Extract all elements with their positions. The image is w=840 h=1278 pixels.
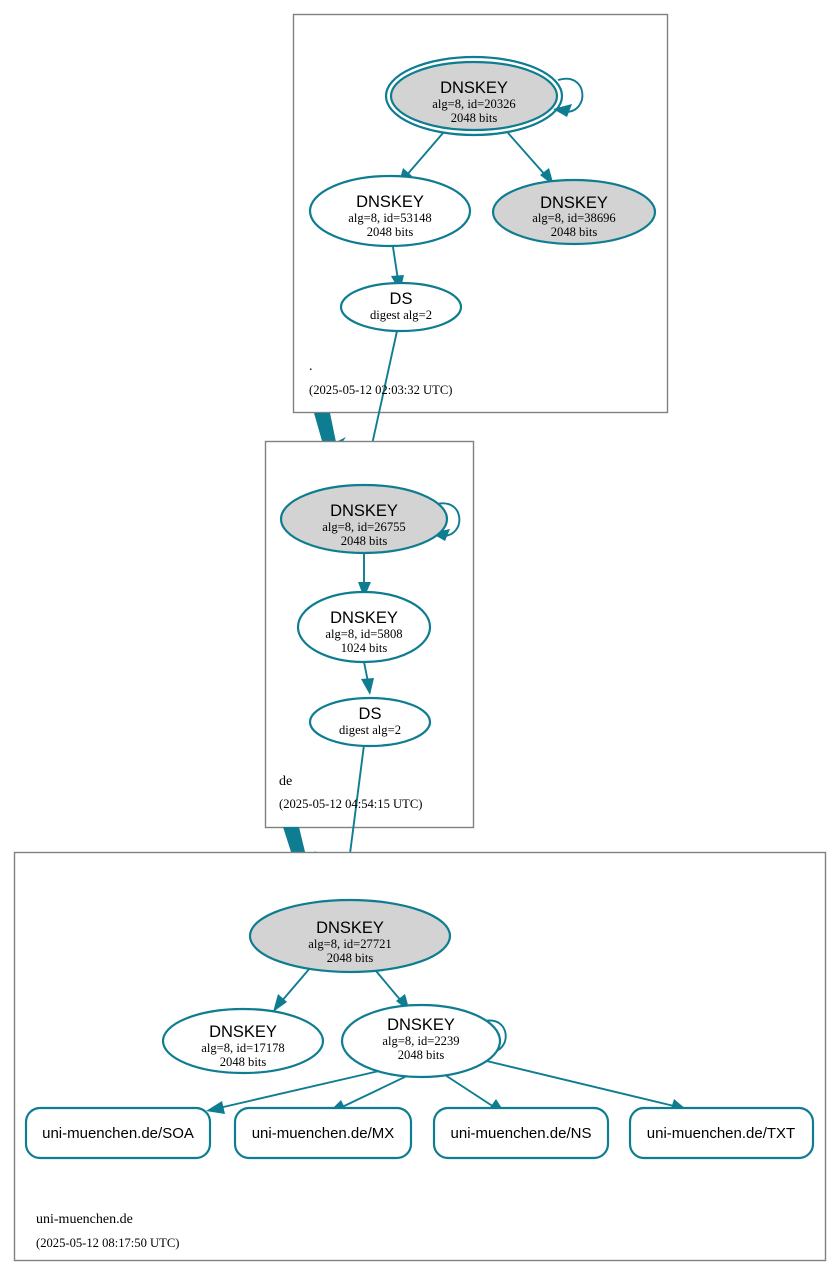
node-dnskey-26755-keyinfo: alg=8, id=26755 [322,520,405,534]
edge-de-zsk-5808-to-ds-arrowhead [361,678,374,695]
node-dnskey-20326[interactable]: DNSKEY alg=8, id=20326 2048 bits [384,55,564,137]
edge-um-zsk-2239-to-rrset-soa-arrowhead [206,1101,225,1114]
node-dnskey-53148-title: DNSKEY [356,193,424,211]
node-dnskey-2239-title: DNSKEY [387,1016,455,1034]
zone-uni-muenchen-timestamp: (2025-05-12 08:17:50 UTC) [36,1236,179,1250]
edge-root-ksk-to-zsk-38696 [507,132,547,177]
node-dnskey-17178-ellipse [161,1007,325,1075]
node-dnskey-38696-keysize: 2048 bits [551,225,598,239]
node-dnskey-27721-keyinfo: alg=8, id=27721 [308,937,391,951]
edge-um-zsk-2239-to-rrset-mx [339,1073,412,1109]
node-dnskey-38696-title: DNSKEY [540,194,608,212]
node-dnskey-20326-ellipse [389,60,559,132]
rrset-uni-muenchen-de-txt-label: uni-muenchen.de/TXT [647,1125,795,1142]
edge-um-zsk-2239-to-rrset-txt [465,1055,675,1107]
node-dnskey-53148-ellipse [308,174,472,248]
rrset-uni-muenchen-de-mx-label: uni-muenchen.de/MX [252,1125,395,1142]
node-dnskey-2239[interactable]: DNSKEY alg=8, id=2239 2048 bits [340,1003,502,1079]
node-dnskey-2239-ellipse [340,1003,502,1079]
zone-uni-muenchen[interactable]: DNSKEY alg=8, id=27721 2048 bits DNSKEY … [13,851,827,1262]
node-ds-root[interactable]: DS digest alg=2 [339,281,463,333]
node-ds-de[interactable]: DS digest alg=2 [308,696,432,748]
node-dnskey-27721-keysize: 2048 bits [327,951,374,965]
zone-de[interactable]: DNSKEY alg=8, id=26755 2048 bits DNSKEY … [264,440,475,914]
node-dnskey-27721[interactable]: DNSKEY alg=8, id=27721 2048 bits [248,898,452,974]
zone-root-label: . [309,359,313,374]
node-dnskey-26755-title: DNSKEY [330,502,398,520]
rrset-uni-muenchen-de-soa-label: uni-muenchen.de/SOA [42,1125,194,1142]
node-dnskey-17178-keysize: 2048 bits [220,1055,267,1069]
node-ds-de-digest: digest alg=2 [339,723,401,737]
zone-root[interactable]: DNSKEY alg=8, id=20326 2048 bits DNSKEY … [292,13,669,504]
rrset-uni-muenchen-de-soa-box [24,1106,212,1160]
node-ds-de-ellipse [308,696,432,748]
rrset-uni-muenchen-de-soa[interactable]: uni-muenchen.de/SOA [24,1106,212,1160]
rrset-uni-muenchen-de-txt[interactable]: uni-muenchen.de/TXT [628,1106,815,1160]
edge-um-ksk-to-zsk-17178-arrowhead [273,994,287,1012]
node-ds-root-digest: digest alg=2 [370,308,432,322]
zone-uni-muenchen-label: uni-muenchen.de [36,1212,133,1227]
node-dnskey-20326-outer-ring [384,55,564,137]
node-dnskey-53148[interactable]: DNSKEY alg=8, id=53148 2048 bits [308,174,472,248]
rrset-uni-muenchen-de-txt-box [628,1106,815,1160]
node-dnskey-38696[interactable]: DNSKEY alg=8, id=38696 2048 bits [491,178,657,246]
node-dnskey-5808-title: DNSKEY [330,609,398,627]
node-dnskey-53148-keyinfo: alg=8, id=53148 [348,211,431,225]
zone-de-timestamp: (2025-05-12 04:54:15 UTC) [279,797,422,811]
zone-de-label: de [279,774,292,789]
node-ds-root-title: DS [390,290,413,308]
node-dnskey-27721-title: DNSKEY [316,919,384,937]
edge-de-ksk-to-zsk-5808-arrowhead [358,582,371,598]
node-dnskey-20326-keyinfo: alg=8, id=20326 [432,97,515,111]
node-dnskey-26755-keysize: 2048 bits [341,534,388,548]
edge-root-zsk-53148-to-ds [392,246,399,281]
node-dnskey-17178-keyinfo: alg=8, id=17178 [201,1041,284,1055]
node-dnskey-26755-ellipse [279,483,449,555]
node-dnskey-5808-keysize: 1024 bits [341,641,388,655]
node-dnskey-5808[interactable]: DNSKEY alg=8, id=5808 1024 bits [296,590,432,664]
node-dnskey-26755[interactable]: DNSKEY alg=8, id=26755 2048 bits [279,483,449,555]
node-dnskey-20326-keysize: 2048 bits [451,111,498,125]
edge-root-ksk-self-loop-arrowhead [553,104,572,117]
node-ds-de-title: DS [359,705,382,723]
rrset-uni-muenchen-de-ns[interactable]: uni-muenchen.de/NS [432,1106,610,1160]
node-dnskey-5808-keyinfo: alg=8, id=5808 [325,627,402,641]
node-dnskey-17178-title: DNSKEY [209,1023,277,1041]
node-dnskey-17178[interactable]: DNSKEY alg=8, id=17178 2048 bits [161,1007,325,1075]
rrset-uni-muenchen-de-ns-box [432,1106,610,1160]
rrset-uni-muenchen-de-ns-label: uni-muenchen.de/NS [451,1125,592,1142]
edge-um-zsk-2239-to-rrset-soa [218,1070,380,1109]
node-dnskey-2239-keysize: 2048 bits [398,1048,445,1062]
node-dnskey-27721-ellipse [248,898,452,974]
node-dnskey-5808-ellipse [296,590,432,664]
rrset-uni-muenchen-de-mx-box [233,1106,413,1160]
node-dnskey-38696-ellipse [491,178,657,246]
edge-root-ksk-to-zsk-53148 [405,132,444,177]
edge-um-zsk-2239-to-rrset-ns [441,1072,495,1108]
node-dnskey-53148-keysize: 2048 bits [367,225,414,239]
node-dnskey-2239-keyinfo: alg=8, id=2239 [382,1034,459,1048]
node-dnskey-38696-keyinfo: alg=8, id=38696 [532,211,615,225]
rrset-uni-muenchen-de-mx[interactable]: uni-muenchen.de/MX [233,1106,413,1160]
edge-de-ksk-self-loop [436,502,461,537]
edge-root-ksk-self-loop [557,77,584,113]
node-dnskey-20326-title: DNSKEY [440,79,508,97]
node-ds-root-ellipse [339,281,463,333]
zone-root-timestamp: (2025-05-12 02:03:32 UTC) [309,383,452,397]
